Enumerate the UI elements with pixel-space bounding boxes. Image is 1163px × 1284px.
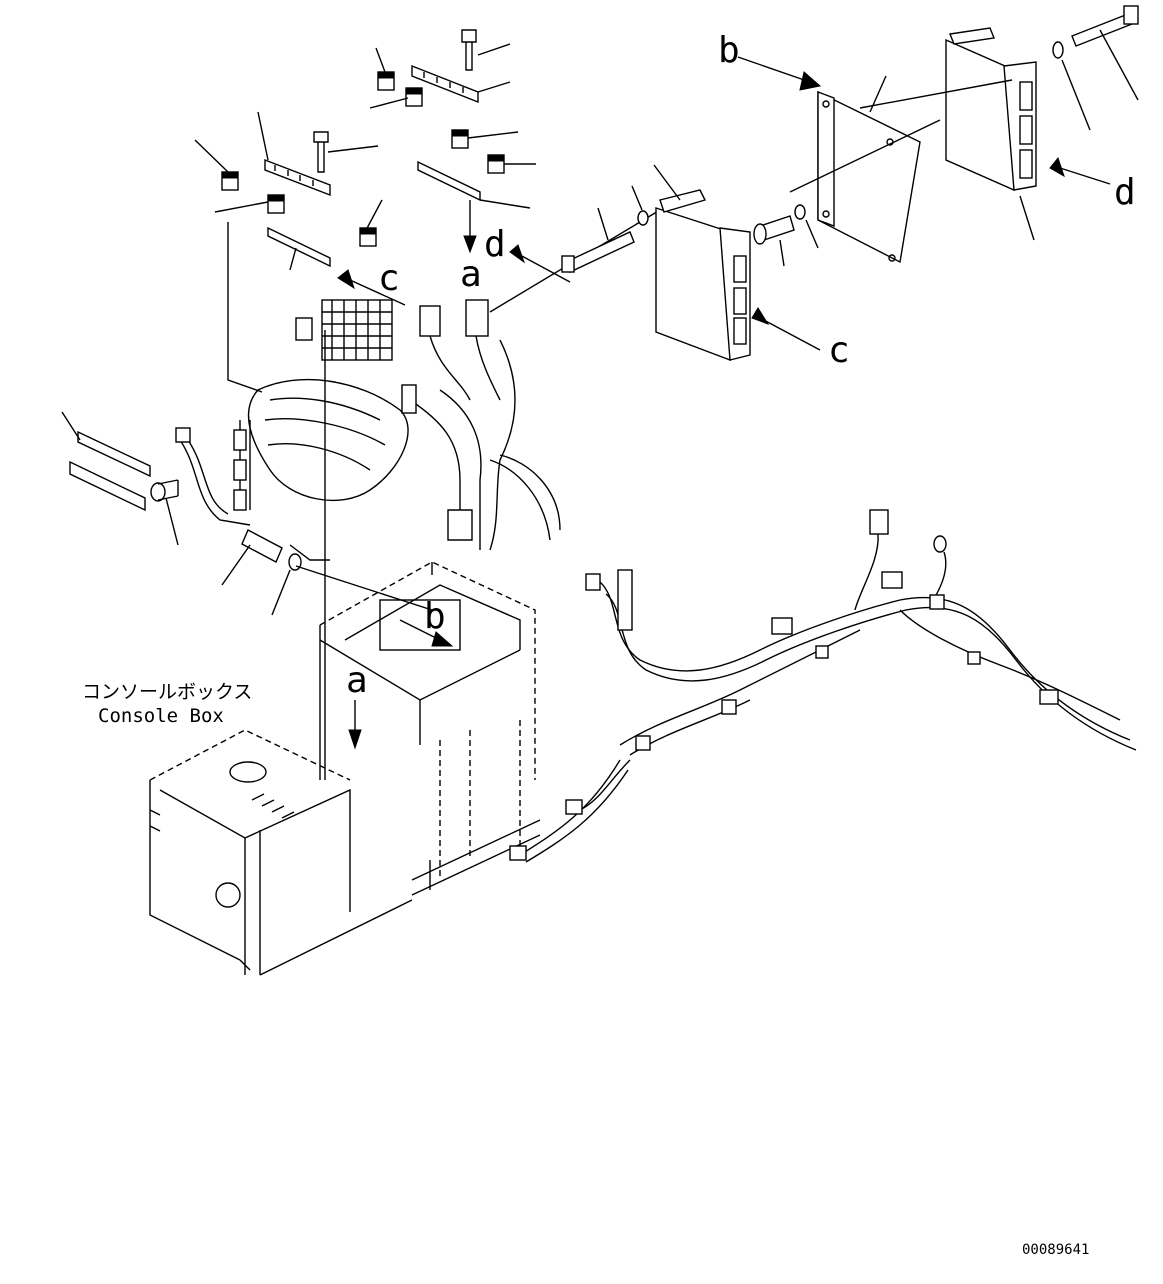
callout-c-controller: c (828, 330, 850, 371)
callout-b-box: b (424, 596, 446, 637)
callout-a-box: a (346, 660, 368, 701)
console-box (149, 222, 541, 976)
callout-d-right: d (1114, 172, 1136, 213)
console-box-label-en: Console Box (98, 705, 224, 727)
controller-left (653, 164, 821, 362)
fuse-box-harness (175, 209, 661, 551)
callout-c-relay: c (378, 258, 400, 299)
cover-and-fasteners (61, 411, 302, 616)
drawing-number: 00089641 (1022, 1242, 1089, 1258)
callout-d-left: d (484, 224, 506, 265)
callout-a-top: a (460, 254, 482, 295)
relay-bracket-assembly-left (194, 111, 383, 271)
callout-b-top: b (718, 30, 740, 71)
wiring-harness-long (509, 509, 1137, 863)
console-box-label-jp: コンソールボックス (82, 681, 252, 703)
mounting-plate (561, 56, 921, 273)
relay-bracket-assembly-right (369, 29, 536, 254)
controller-right (789, 5, 1139, 241)
